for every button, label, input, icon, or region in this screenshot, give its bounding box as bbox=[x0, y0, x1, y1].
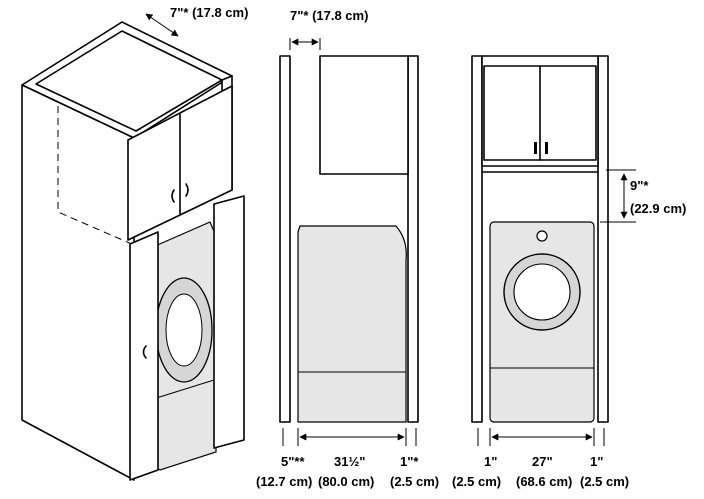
dryer-window bbox=[165, 293, 203, 367]
handle-left-icon bbox=[171, 189, 175, 203]
front-left-dim-cm: (2.5 cm) bbox=[452, 474, 501, 489]
side-depth-dim-cm: (80.0 cm) bbox=[318, 474, 374, 489]
hidden-edge bbox=[57, 106, 135, 246]
dryer-pedestal-line bbox=[149, 379, 215, 401]
gap-dim-cm: (22.9 cm) bbox=[630, 201, 686, 216]
side-left-dim: 5"** bbox=[281, 454, 305, 469]
top-depth-label: 7"* (17.8 cm) bbox=[170, 5, 248, 20]
right-door bbox=[213, 195, 245, 449]
side-right-dim-cm: (2.5 cm) bbox=[390, 474, 439, 489]
front-right-panel bbox=[597, 55, 609, 423]
front-right-dim: 1" bbox=[590, 454, 603, 469]
front-view: 9"* (22.9 cm) 1" (2.5 cm) 27" (68.6 cm) … bbox=[452, 55, 686, 489]
side-upper-cabinet bbox=[319, 55, 409, 175]
front-width-dim: 27" bbox=[532, 454, 553, 469]
front-left-dim: 1" bbox=[484, 454, 497, 469]
side-back-wall bbox=[279, 55, 291, 423]
top-offset-label: 7"* (17.8 cm) bbox=[290, 8, 368, 23]
side-view: 7"* (17.8 cm) 5"** (12.7 cm) 31½" (80.0 … bbox=[256, 8, 439, 489]
side-dryer bbox=[297, 225, 407, 423]
side-front-edge bbox=[407, 55, 419, 423]
front-handle-right-icon bbox=[545, 142, 548, 154]
top-depth-arrow bbox=[145, 13, 179, 37]
front-handle-left-icon bbox=[534, 142, 537, 154]
side-depth-dim: 31½" bbox=[334, 454, 365, 469]
front-right-dim-cm: (2.5 cm) bbox=[580, 474, 629, 489]
perspective-view: 7"* (17.8 cm) bbox=[21, 5, 248, 481]
front-left-panel bbox=[471, 55, 483, 423]
side-left-dim-cm: (12.7 cm) bbox=[256, 474, 312, 489]
dryer-knob-icon bbox=[536, 230, 548, 242]
gap-dim: 9"* bbox=[630, 178, 649, 193]
side-right-dim: 1"* bbox=[400, 454, 419, 469]
left-door-handle-icon bbox=[142, 345, 147, 359]
left-side-panel bbox=[21, 84, 135, 481]
front-width-dim-cm: (68.6 cm) bbox=[516, 474, 572, 489]
front-dryer-window bbox=[513, 263, 571, 321]
handle-right-icon bbox=[185, 183, 189, 197]
